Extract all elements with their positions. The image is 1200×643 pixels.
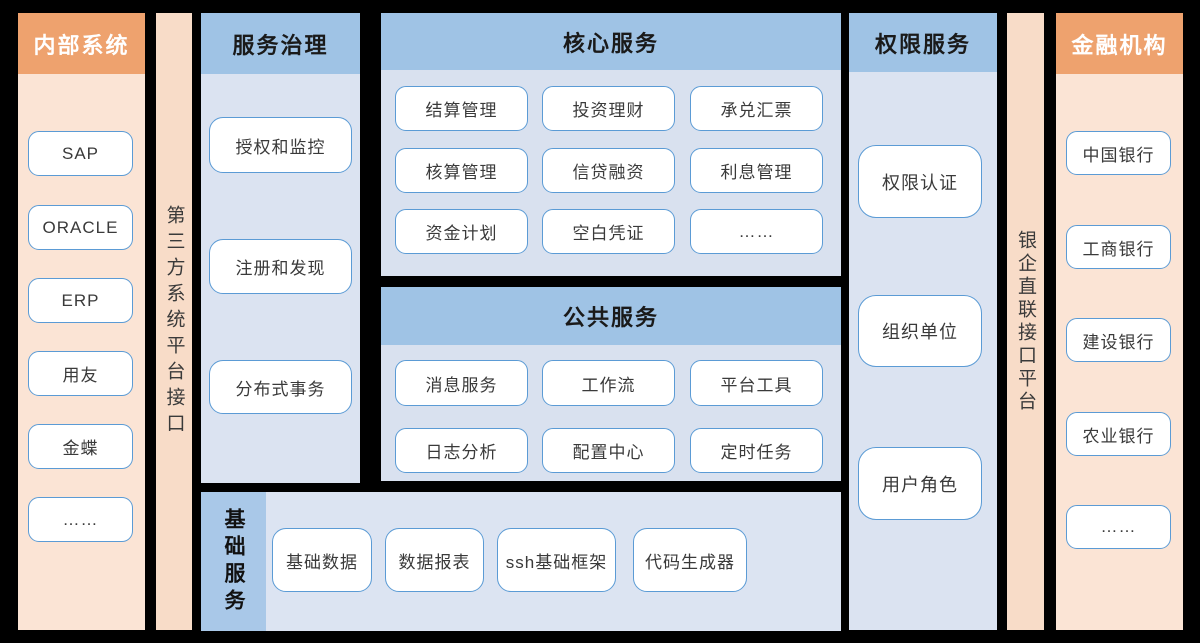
governance-item: 分布式事务 [209,360,352,414]
panel-basic-services-title: 基础服务 [222,507,245,616]
basic-service-item: ssh基础框架 [497,528,616,592]
panel-public-services: 公共服务 消息服务 工作流 平台工具 日志分析 配置中心 定时任务 [381,287,841,481]
core-service-item: 资金计划 [395,209,528,254]
panel-core-services: 核心服务 结算管理 投资理财 承兑汇票 核算管理 信贷融资 利息管理 资金计划 … [381,13,841,276]
panel-service-governance: 服务治理 授权和监控 注册和发现 分布式事务 [201,13,360,483]
panel-financial-institutions: 金融机构 中国银行 工商银行 建设银行 农业银行 …… [1056,13,1183,630]
core-service-item: 空白凭证 [542,209,675,254]
core-service-item: 信贷融资 [542,148,675,193]
panel-core-services-title: 核心服务 [381,13,841,70]
core-service-item: 结算管理 [395,86,528,131]
auth-service-item: 权限认证 [858,145,982,218]
panel-auth-services: 权限服务 权限认证 组织单位 用户角色 [849,13,997,630]
governance-item: 注册和发现 [209,239,352,294]
financial-institution-item: 工商银行 [1066,225,1171,269]
governance-item: 授权和监控 [209,117,352,173]
panel-public-services-title: 公共服务 [381,287,841,345]
basic-service-item: 代码生成器 [633,528,747,592]
panel-service-governance-title: 服务治理 [201,13,360,74]
auth-service-item: 组织单位 [858,295,982,367]
public-service-item: 日志分析 [395,428,528,473]
panel-financial-institutions-title: 金融机构 [1056,13,1183,74]
internal-system-item: ORACLE [28,205,133,250]
internal-system-item: 用友 [28,351,133,396]
internal-system-item: ERP [28,278,133,323]
panel-internal-systems: 内部系统 SAP ORACLE ERP 用友 金蝶 …… [18,13,145,630]
third-party-interface-strip: 第三方系统平台接口 [156,13,192,630]
basic-service-item: 基础数据 [272,528,372,592]
panel-auth-services-title: 权限服务 [849,13,997,72]
internal-system-item: SAP [28,131,133,176]
panel-basic-services: 基础服务 基础数据 数据报表 ssh基础框架 代码生成器 [201,492,841,631]
financial-institution-item: 农业银行 [1066,412,1171,456]
core-service-item: 承兑汇票 [690,86,823,131]
internal-system-item: 金蝶 [28,424,133,469]
bank-direct-link-label: 银企直联接口平台 [1015,229,1036,414]
third-party-interface-label: 第三方系统平台接口 [163,204,185,439]
public-service-item: 工作流 [542,360,675,406]
financial-institution-item: 建设银行 [1066,318,1171,362]
core-service-item: 核算管理 [395,148,528,193]
internal-system-item-ellipsis: …… [28,497,133,542]
basic-service-item: 数据报表 [385,528,484,592]
auth-service-item: 用户角色 [858,447,982,520]
panel-basic-services-title-strip: 基础服务 [201,492,266,631]
public-service-item: 定时任务 [690,428,823,473]
core-service-item-ellipsis: …… [690,209,823,254]
public-service-item: 配置中心 [542,428,675,473]
core-service-item: 利息管理 [690,148,823,193]
public-service-item: 消息服务 [395,360,528,406]
financial-institution-item: 中国银行 [1066,131,1171,175]
panel-internal-systems-title: 内部系统 [18,13,145,74]
financial-institution-item-ellipsis: …… [1066,505,1171,549]
bank-direct-link-strip: 银企直联接口平台 [1007,13,1044,630]
public-service-item: 平台工具 [690,360,823,406]
core-service-item: 投资理财 [542,86,675,131]
